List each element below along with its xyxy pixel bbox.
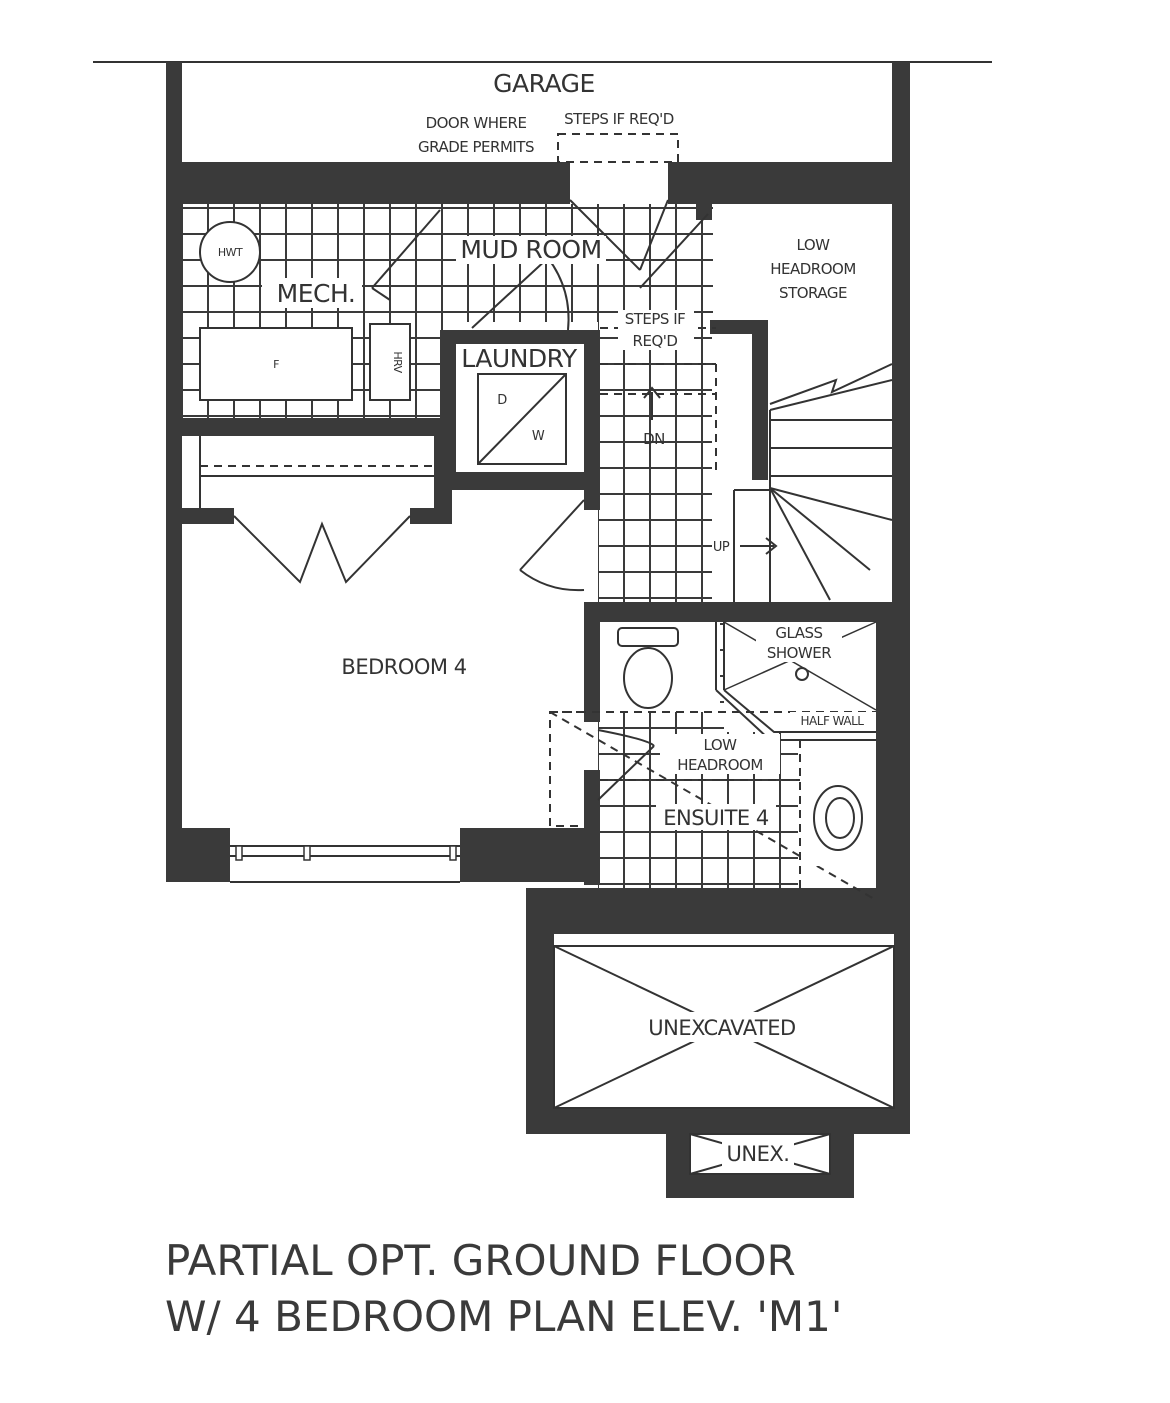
washer-label: W (532, 429, 545, 444)
toilet (617, 627, 679, 709)
bedroom-floor (182, 524, 584, 828)
sink (804, 780, 876, 866)
door-note-line1: DOOR WHERE (426, 114, 527, 132)
down-label: DN (643, 430, 665, 448)
half-wall-label: HALF WALL (801, 714, 865, 728)
low-headroom-label-2: HEADROOM (677, 756, 763, 774)
storage-label-1: LOW (797, 236, 831, 254)
storage-door (639, 213, 709, 289)
hrv-unit (369, 323, 411, 401)
laundry-label: LAUNDRY (461, 344, 578, 373)
bedroom-label: BEDROOM 4 (341, 655, 466, 679)
down-arrow (643, 386, 661, 420)
shower-label-2: SHOWER (767, 644, 831, 662)
mech-door (371, 209, 441, 301)
mud-room-label: MUD ROOM (460, 235, 601, 264)
up-label: UP (713, 540, 730, 555)
unexcavated-area (553, 945, 895, 1175)
dryer-label: D (497, 393, 507, 408)
hwt-tank (199, 221, 261, 283)
furnace-label: F (273, 358, 279, 371)
unexcavated-label: UNEXCAVATED (648, 1016, 795, 1040)
unex-label: UNEX. (727, 1142, 790, 1166)
ensuite-door (597, 729, 655, 801)
staircase (730, 334, 893, 602)
low-headroom-label-1: LOW (704, 736, 738, 754)
laundry-door (471, 257, 570, 331)
garage-steps (557, 133, 679, 163)
closet-bifold-door (233, 515, 411, 584)
door-note-line2: GRADE PERMITS (418, 138, 534, 156)
shower-label-1: GLASS (775, 624, 822, 642)
hrv-label: HRV (391, 351, 404, 373)
ensuite-label: ENSUITE 4 (663, 806, 769, 830)
room-labels: GARAGE DOOR WHERE GRADE PERMITS STEPS IF… (218, 66, 876, 1166)
mech-equipment (199, 221, 411, 401)
storage-label-3: STORAGE (779, 284, 847, 302)
closet (199, 436, 434, 508)
caption-line2: W/ 4 BEDROOM PLAN ELEV. 'M1' (165, 1292, 843, 1341)
furnace-unit (199, 327, 353, 401)
garage-label: GARAGE (493, 69, 595, 98)
up-arrow (740, 537, 778, 555)
bedroom-door (519, 499, 585, 592)
mech-label: MECH. (277, 279, 356, 308)
hwt-label: HWT (218, 246, 243, 259)
storage-label-2: HEADROOM (770, 260, 856, 278)
steps-top-label: STEPS IF REQ'D (564, 110, 674, 128)
steps-mid-label-2: REQ'D (633, 332, 678, 350)
walls (166, 62, 910, 1198)
bedroom-window (230, 840, 460, 883)
caption-line1: PARTIAL OPT. GROUND FLOOR (165, 1236, 796, 1285)
garage-door (569, 199, 669, 271)
steps-mid-label-1: STEPS IF (625, 310, 686, 328)
